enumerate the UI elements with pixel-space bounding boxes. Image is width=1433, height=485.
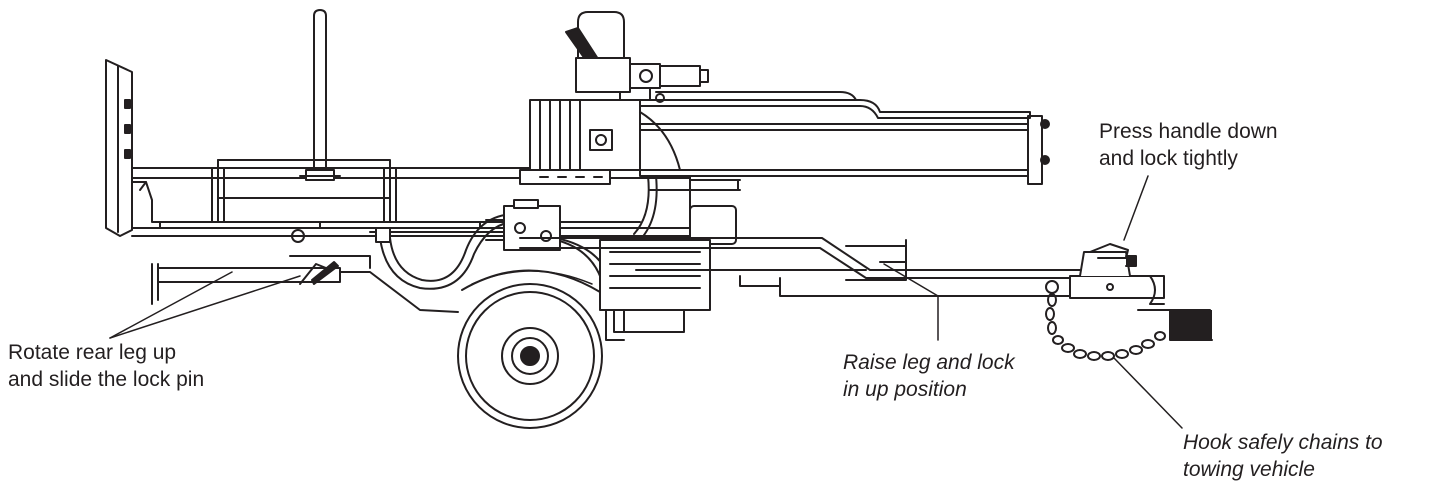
- towing-vehicle-hitch: [1137, 309, 1213, 341]
- callout-rotate-rear-leg-line1: Rotate rear leg up: [8, 341, 177, 364]
- callout-hook-chains: Hook safely chains to towing vehicle: [1183, 429, 1383, 483]
- end-plate: [105, 59, 133, 237]
- control-valve: [565, 11, 709, 111]
- callout-press-handle: Press handle down and lock tightly: [1099, 118, 1278, 172]
- callout-raise-leg-line1: Raise leg and lock: [843, 351, 1015, 374]
- callout-rotate-rear-leg-line2: and slide the lock pin: [8, 368, 205, 391]
- safety-chain: [1045, 293, 1166, 361]
- wheel: [457, 269, 603, 429]
- callout-rotate-rear-leg: Rotate rear leg up and slide the lock pi…: [8, 339, 204, 393]
- center-frame: [519, 99, 741, 191]
- tow-tongue: [519, 237, 1165, 305]
- callout-press-handle-line1: Press handle down: [1099, 120, 1278, 143]
- leader-hook-chains: [1113, 357, 1183, 429]
- front-jack-leg: [739, 245, 907, 287]
- leader-raise-leg: [883, 263, 939, 341]
- callout-press-handle-line2: and lock tightly: [1099, 147, 1238, 170]
- callout-hook-chains-line2: towing vehicle: [1183, 458, 1315, 481]
- rear-leg: [151, 229, 459, 313]
- leader-rear-leg-2: [109, 275, 301, 339]
- hydraulic-cylinder: [635, 91, 1050, 185]
- beam-handle: [299, 9, 341, 181]
- callout-raise-leg: Raise leg and lock in up position: [843, 349, 1015, 403]
- callout-hook-chains-line1: Hook safely chains to: [1183, 431, 1383, 454]
- log-cradle: [211, 159, 397, 223]
- leader-rear-leg-1: [109, 271, 233, 339]
- leader-lines: [109, 175, 1183, 429]
- pump: [369, 199, 561, 251]
- leader-press-handle: [1123, 175, 1149, 241]
- callout-raise-leg-line2: in up position: [843, 378, 967, 401]
- coupler-handle: [1079, 243, 1137, 277]
- engine: [599, 205, 737, 333]
